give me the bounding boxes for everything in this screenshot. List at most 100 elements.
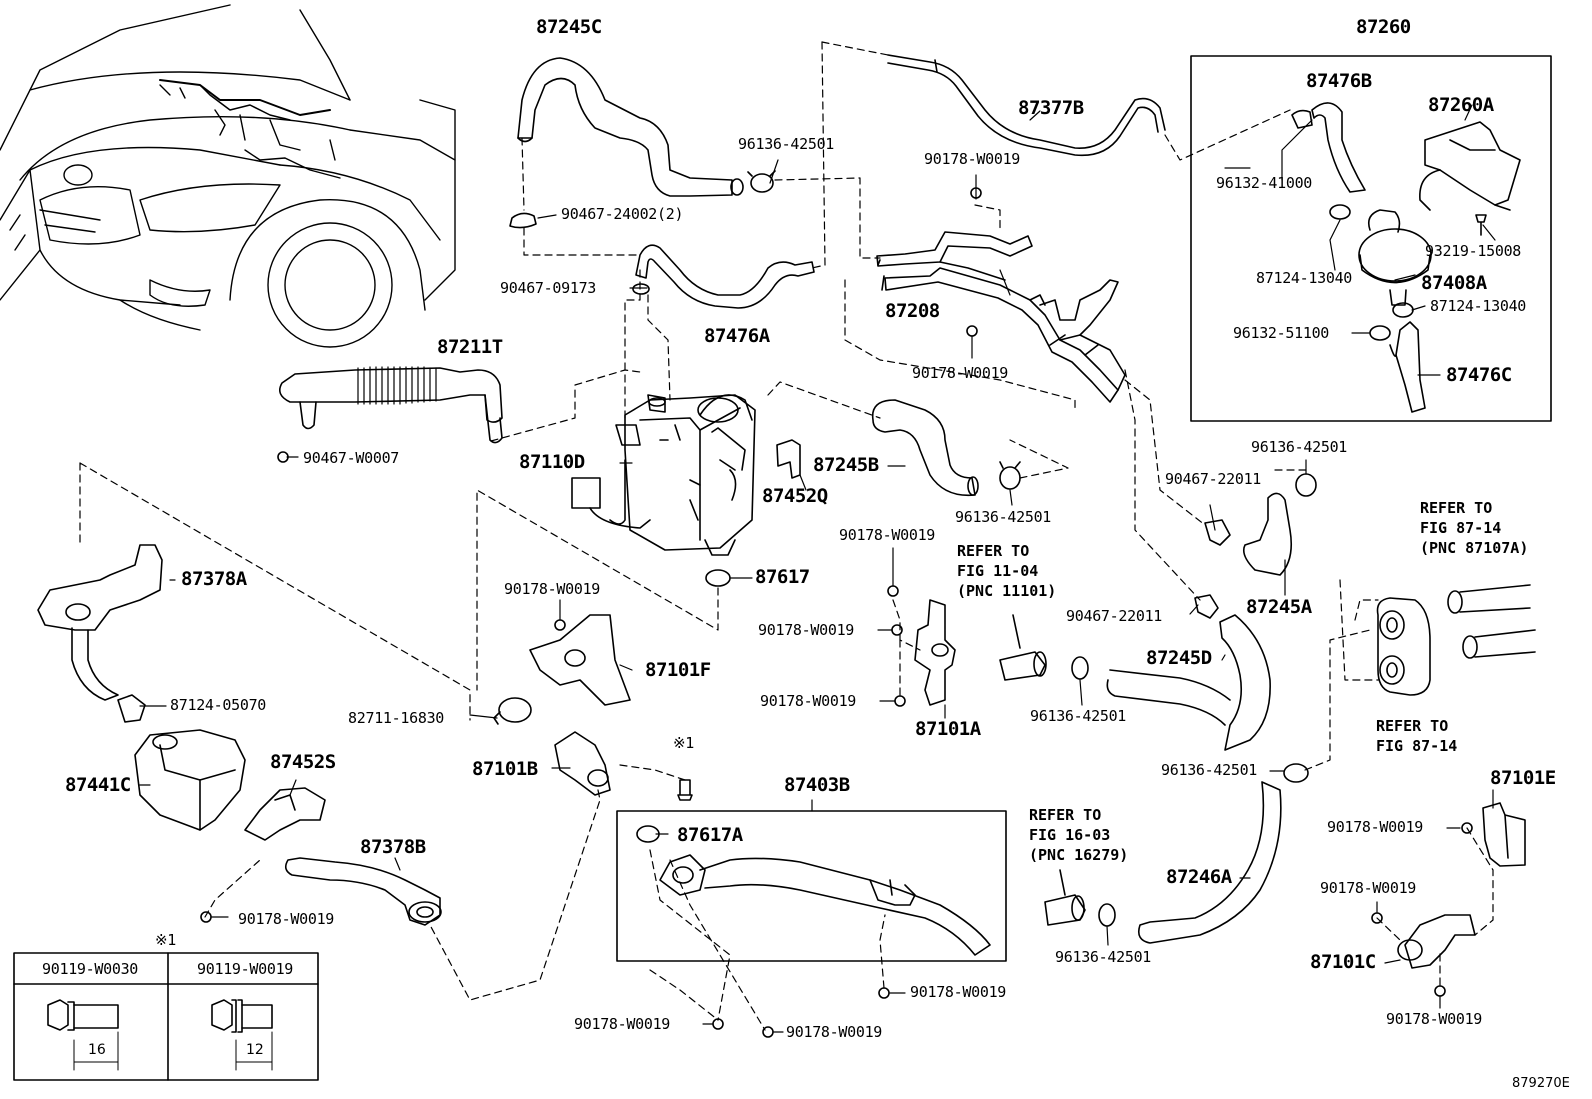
hose-87246A	[1137, 781, 1282, 944]
label-87245B[interactable]: 87245B	[813, 454, 879, 476]
legend-col1-part: 90119-W0030	[42, 960, 139, 978]
label-87403B[interactable]: 87403B	[784, 774, 850, 796]
label-87441C[interactable]: 87441C	[65, 774, 131, 796]
clamp-87124-05070	[117, 694, 146, 723]
label-96136-42501-d[interactable]: 96136-42501	[1030, 707, 1127, 725]
label-x1-marker: ※1	[673, 734, 694, 752]
clamp-96136-f	[1283, 763, 1309, 783]
bracket-87260A	[1419, 121, 1521, 211]
label-90178-W0019-j[interactable]: 90178-W0019	[1327, 818, 1424, 836]
screw-93219	[1475, 214, 1487, 236]
label-87617A[interactable]: 87617A	[677, 824, 743, 846]
label-87124-13040-a[interactable]: 87124-13040	[1256, 269, 1353, 287]
label-87101A[interactable]: 87101A	[915, 718, 981, 740]
label-82711-16830[interactable]: 82711-16830	[348, 709, 445, 727]
label-87476A[interactable]: 87476A	[704, 325, 770, 347]
label-87378A[interactable]: 87378A	[181, 568, 247, 590]
label-87101F[interactable]: 87101F	[645, 659, 711, 681]
label-87208[interactable]: 87208	[885, 300, 940, 322]
label-90467-22011-a[interactable]: 90467-22011	[1165, 470, 1262, 488]
label-96136-42501-f[interactable]: 96136-42501	[1161, 761, 1258, 779]
ref-87-14-top-line1: REFER TO	[1420, 499, 1493, 517]
label-96136-42501-b[interactable]: 96136-42501	[1251, 438, 1348, 456]
label-90178-W0019-h[interactable]: 90178-W0019	[574, 1015, 671, 1033]
hose-87476B	[1291, 102, 1366, 193]
label-90178-W0019-left[interactable]: 90178-W0019	[238, 910, 335, 928]
label-90178-W0019-k[interactable]: 90178-W0019	[1320, 879, 1417, 897]
legend-marker: ※1	[155, 931, 176, 949]
label-90178-W0019-f[interactable]: 90178-W0019	[504, 580, 601, 598]
bracket-87452Q	[776, 439, 801, 479]
label-87101B[interactable]: 87101B	[472, 758, 538, 780]
label-96132-51100[interactable]: 96132-51100	[1233, 324, 1330, 342]
label-90178-W0019-e[interactable]: 90178-W0019	[760, 692, 857, 710]
label-87245C[interactable]: 87245C	[536, 16, 602, 38]
legend-col2-part: 90119-W0019	[197, 960, 294, 978]
clip-90467-24002	[509, 212, 537, 229]
label-96136-42501-a[interactable]: 96136-42501	[738, 135, 835, 153]
bolt-90178-k	[1371, 912, 1383, 924]
label-87124-05070[interactable]: 87124-05070	[170, 696, 267, 714]
hose-87476C	[1389, 321, 1426, 413]
label-90178-W0019-d[interactable]: 90178-W0019	[758, 621, 855, 639]
ref-16-03-line1: REFER TO	[1029, 806, 1102, 824]
bracket-87101B	[554, 731, 611, 796]
label-90467-09173[interactable]: 90467-09173	[500, 279, 597, 297]
label-87476C[interactable]: 87476C	[1446, 364, 1512, 386]
bracket-87101E	[1482, 802, 1526, 867]
bolt-90178-e	[894, 695, 906, 707]
legend-col1-dim: 16	[88, 1042, 106, 1058]
label-96132-41000[interactable]: 96132-41000	[1216, 174, 1313, 192]
ref-87-14-top-line2: FIG 87-14	[1420, 519, 1502, 537]
canister-87408A	[1358, 209, 1432, 306]
label-96136-42501-c[interactable]: 96136-42501	[955, 508, 1052, 526]
label-90467-24002[interactable]: 90467-24002(2)	[561, 205, 684, 223]
clip-90467-22011-b	[1194, 594, 1219, 619]
label-87101C[interactable]: 87101C	[1310, 951, 1376, 973]
bolt-90178-m	[1434, 985, 1446, 997]
label-87246A[interactable]: 87246A	[1166, 866, 1232, 888]
label-87378B[interactable]: 87378B	[360, 836, 426, 858]
label-87260[interactable]: 87260	[1356, 16, 1411, 38]
ref-fig-11-04[interactable]: REFER TO FIG 11-04 (PNC 11101)	[957, 541, 1056, 601]
label-87377B[interactable]: 87377B	[1018, 97, 1084, 119]
label-87452S[interactable]: 87452S	[270, 751, 336, 773]
label-96136-42501-e[interactable]: 96136-42501	[1055, 948, 1152, 966]
bolt-90178-c	[887, 585, 899, 597]
label-87260A[interactable]: 87260A	[1428, 94, 1494, 116]
label-87110D[interactable]: 87110D	[519, 451, 585, 473]
bolt-90178-g	[878, 987, 890, 999]
ref-87-14-top-line3: (PNC 87107A)	[1420, 539, 1529, 557]
label-90178-W0019-b[interactable]: 90178-W0019	[912, 364, 1009, 382]
label-87245D[interactable]: 87245D	[1146, 647, 1212, 669]
ref-87-14-bottom-line2: FIG 87-14	[1376, 737, 1458, 755]
legend-col2-dim: 12	[246, 1042, 264, 1058]
label-93219-15008[interactable]: 93219-15008	[1425, 242, 1522, 260]
label-90178-W0019-c[interactable]: 90178-W0019	[839, 526, 936, 544]
label-90467-22011-b[interactable]: 90467-22011	[1066, 607, 1163, 625]
label-87408A[interactable]: 87408A	[1421, 272, 1487, 294]
label-90178-W0019-g[interactable]: 90178-W0019	[910, 983, 1007, 1001]
label-90467-W0007[interactable]: 90467-W0007	[303, 449, 400, 467]
label-87124-13040-b[interactable]: 87124-13040	[1430, 297, 1527, 315]
bracket-87101A	[914, 599, 956, 706]
bracket-87452S	[244, 787, 326, 841]
clamp-96136-d	[1071, 656, 1089, 680]
ref-87-14-bottom-line1: REFER TO	[1376, 717, 1449, 735]
ref-11-04-line2: FIG 11-04	[957, 562, 1039, 580]
ref-fig-16-03[interactable]: REFER TO FIG 16-03 (PNC 16279)	[1029, 805, 1128, 865]
label-87476B[interactable]: 87476B	[1306, 70, 1372, 92]
ref-11-04-line3: (PNC 11101)	[957, 582, 1057, 600]
ref-fig-87-14-bottom[interactable]: REFER TO FIG 87-14	[1376, 716, 1457, 756]
label-87245A[interactable]: 87245A	[1246, 596, 1312, 618]
label-90178-W0019-i[interactable]: 90178-W0019	[786, 1023, 883, 1041]
leader-lines	[139, 104, 1496, 1033]
ref-fig-87-14-top[interactable]: REFER TO FIG 87-14 (PNC 87107A)	[1420, 498, 1528, 558]
label-87211T[interactable]: 87211T	[437, 336, 503, 358]
label-87617[interactable]: 87617	[755, 566, 810, 588]
bolt-90178-f	[554, 619, 566, 631]
label-90178-W0019-m[interactable]: 90178-W0019	[1386, 1010, 1483, 1028]
label-87101E[interactable]: 87101E	[1490, 767, 1556, 789]
label-90178-W0019-a[interactable]: 90178-W0019	[924, 150, 1021, 168]
label-87452Q[interactable]: 87452Q	[762, 485, 828, 507]
